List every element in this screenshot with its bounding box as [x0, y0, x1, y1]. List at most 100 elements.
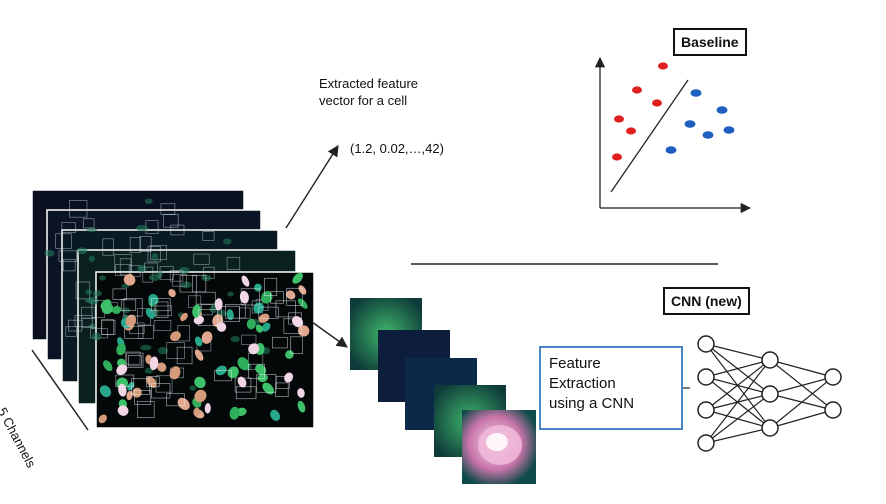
network-edge	[705, 393, 771, 444]
network-node	[697, 368, 715, 386]
cell-nucleus	[144, 198, 153, 204]
cell-nucleus	[137, 264, 147, 273]
cell-bounding-box	[151, 383, 171, 399]
cell-nucleus	[227, 366, 239, 379]
scatter-point-blue	[684, 120, 696, 128]
cell-nucleus	[194, 336, 203, 347]
network-edge	[769, 409, 834, 429]
cell-nucleus	[77, 247, 88, 255]
cell-nucleus	[151, 253, 159, 262]
cell-nucleus	[246, 318, 256, 330]
cell-bounding-box	[138, 325, 154, 339]
cell-nucleus	[192, 304, 201, 318]
feature-vector-text: (1.2, 0.02,…,42)	[350, 141, 444, 156]
cell-nuclei	[44, 198, 310, 424]
cell-bounding-box	[153, 320, 172, 331]
scatter-point-blue	[702, 131, 714, 139]
cell-nucleus	[255, 364, 267, 375]
cell-bounding-box	[270, 291, 284, 304]
cell-bounding-box	[139, 235, 152, 252]
cell-bounding-box	[226, 256, 241, 270]
network-node	[697, 335, 715, 353]
cell-nucleus	[99, 275, 106, 281]
cell-nucleus	[180, 281, 192, 289]
cell-bounding-box	[176, 346, 193, 365]
cell-nucleus	[125, 314, 137, 327]
cell-bounding-box	[63, 259, 76, 272]
feature-extraction-box: Feature Extraction using a CNN	[539, 346, 683, 430]
cell-bounding-box	[288, 312, 302, 325]
network-node	[761, 351, 779, 369]
network-node	[761, 385, 779, 403]
scatter-point-red	[612, 153, 622, 161]
cell-nucleus	[248, 343, 260, 355]
cell-bounding-box	[235, 386, 257, 400]
cell-nucleus	[216, 322, 227, 332]
cell-bounding-box	[225, 304, 246, 319]
scatter-point-red	[626, 127, 636, 135]
cell-nucleus	[86, 227, 97, 232]
cell-nucleus	[178, 266, 190, 275]
cell-nucleus	[285, 290, 296, 300]
decision-boundary	[610, 79, 689, 193]
cell-bounding-box	[55, 233, 72, 249]
cell-nucleus	[157, 362, 167, 372]
cell-nucleus	[180, 312, 188, 322]
cell-nucleus	[158, 346, 168, 355]
cell-nucleus	[144, 367, 154, 374]
network-nodes	[697, 335, 842, 452]
cell-nucleus	[297, 400, 306, 413]
scatter-point-blue	[723, 126, 735, 134]
cell-bounding-box	[144, 262, 158, 273]
network-node	[697, 401, 715, 419]
cell-nucleus	[201, 331, 213, 344]
cell-nucleus	[189, 385, 196, 391]
cell-bounding-box	[120, 299, 137, 311]
cell-bounding-box	[289, 336, 303, 354]
cell-bounding-box	[126, 352, 144, 368]
cell-bounding-box	[272, 336, 288, 349]
cell-bounding-box	[129, 237, 141, 253]
cell-bounding-box	[115, 374, 135, 388]
network-node	[761, 419, 779, 437]
cell-bounding-box	[74, 315, 93, 327]
cell-bounding-box	[159, 266, 174, 280]
arrow-to-feature-vector	[285, 145, 339, 229]
cell-crop-core	[486, 433, 508, 451]
cell-nucleus	[297, 325, 310, 337]
network-edge	[705, 343, 771, 361]
cell-nucleus	[103, 360, 113, 372]
cell-nucleus	[193, 315, 205, 325]
cell-nucleus	[117, 405, 129, 416]
cell-bounding-box	[101, 319, 116, 335]
cell-bounding-box	[137, 401, 155, 418]
cell-nucleus	[85, 289, 93, 295]
cell-nucleus	[169, 366, 181, 380]
scatter-point-red	[658, 62, 668, 70]
cell-bounding-box	[146, 376, 160, 388]
cell-bounding-box	[241, 334, 257, 345]
feature-box-line-3: using a CNN	[549, 395, 635, 412]
network-edges	[705, 343, 834, 444]
baseline-scatter-plot	[594, 56, 752, 214]
cell-bounding-box	[112, 288, 127, 300]
cell-bounding-box	[65, 326, 77, 337]
cell-nucleus	[285, 350, 294, 359]
cell-nucleus	[255, 324, 263, 333]
cell-nucleus	[254, 283, 262, 292]
cell-nucleus	[146, 376, 157, 388]
cell-nucleus	[98, 414, 107, 424]
cell-nucleus	[194, 349, 204, 361]
cell-bounding-box	[69, 200, 88, 218]
cell-nucleus	[261, 291, 273, 304]
network-edge	[705, 359, 771, 411]
network-edge	[705, 359, 771, 378]
extracted-feature-line-2: vector for a cell	[319, 93, 408, 108]
network-node	[824, 401, 842, 419]
cell-bounding-box	[147, 246, 161, 263]
cell-bounding-box	[192, 274, 207, 293]
cell-nucleus	[194, 389, 207, 403]
cell-nucleus	[123, 274, 136, 286]
cell-nucleus	[270, 409, 281, 421]
